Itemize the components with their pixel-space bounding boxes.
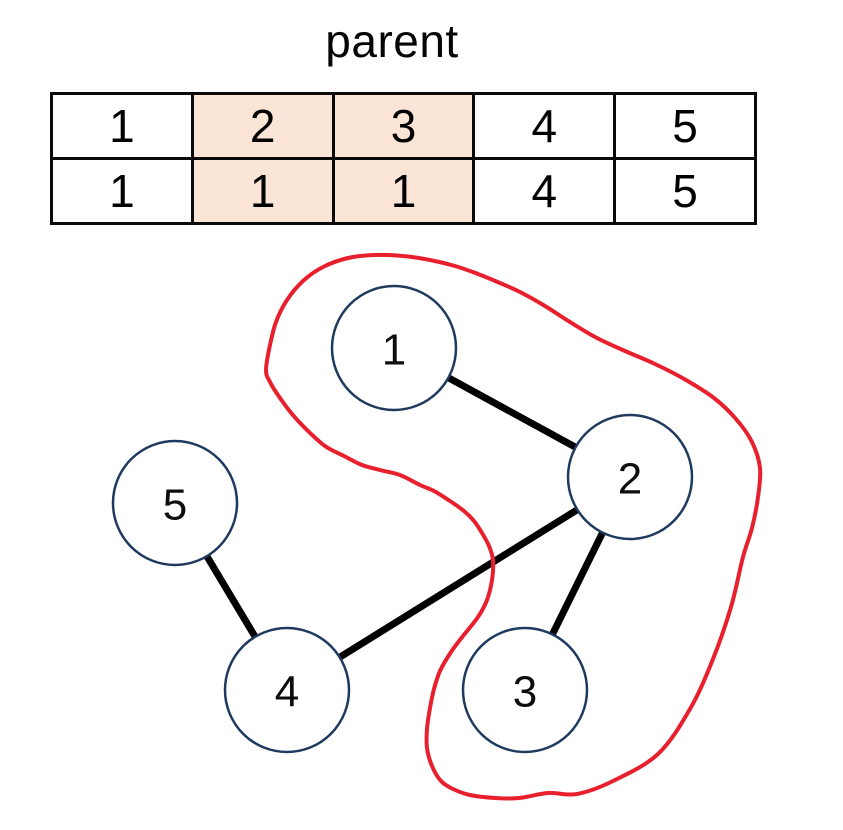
table-cell-r1-c4: 4	[472, 92, 617, 160]
graph-node-label-3: 3	[513, 668, 537, 717]
table-cell-r2-c2: 1	[190, 157, 335, 225]
table-cell-r1-c1: 1	[50, 92, 194, 160]
table-cell-r1-c3: 3	[331, 92, 476, 160]
graph-node-5	[111, 439, 239, 567]
graph-node-1	[330, 284, 458, 412]
graph-node-label-1: 1	[382, 326, 406, 375]
table-cell-r2-c1: 1	[50, 157, 194, 225]
table-cell-r1-c5: 5	[613, 92, 757, 160]
table-cell-r1-c2: 2	[190, 92, 335, 160]
graph-node-4	[223, 626, 351, 754]
table-cell-r2-c4: 4	[472, 157, 617, 225]
table-cell-r2-c3: 1	[331, 157, 476, 225]
graph-node-label-2: 2	[618, 455, 642, 504]
graph-edge-2-4	[285, 474, 632, 693]
graph-node-label-4: 4	[275, 668, 299, 717]
graph-node-label-5: 5	[163, 481, 187, 530]
graph-node-2	[566, 413, 694, 541]
table-cell-r2-c5: 5	[613, 157, 757, 225]
group-loop-around-1-2-3	[264, 252, 763, 801]
graph-node-3	[461, 626, 589, 754]
array-title: parent	[325, 15, 459, 67]
